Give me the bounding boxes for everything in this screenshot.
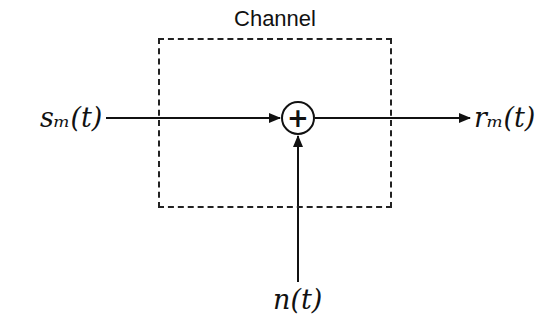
signal-name: sₘ(t)	[40, 102, 102, 134]
sum-symbol: +	[281, 101, 315, 135]
signal-name: n(t)	[273, 284, 322, 316]
input-arrow	[106, 117, 280, 119]
channel-box: Channel +	[158, 6, 392, 208]
dashed-border	[158, 38, 392, 208]
block-title: Channel	[158, 6, 392, 32]
signal-name: rₘ(t)	[474, 102, 535, 134]
summing-junction: +	[281, 101, 315, 135]
noise-arrow	[297, 136, 299, 282]
output-arrow	[315, 117, 470, 119]
